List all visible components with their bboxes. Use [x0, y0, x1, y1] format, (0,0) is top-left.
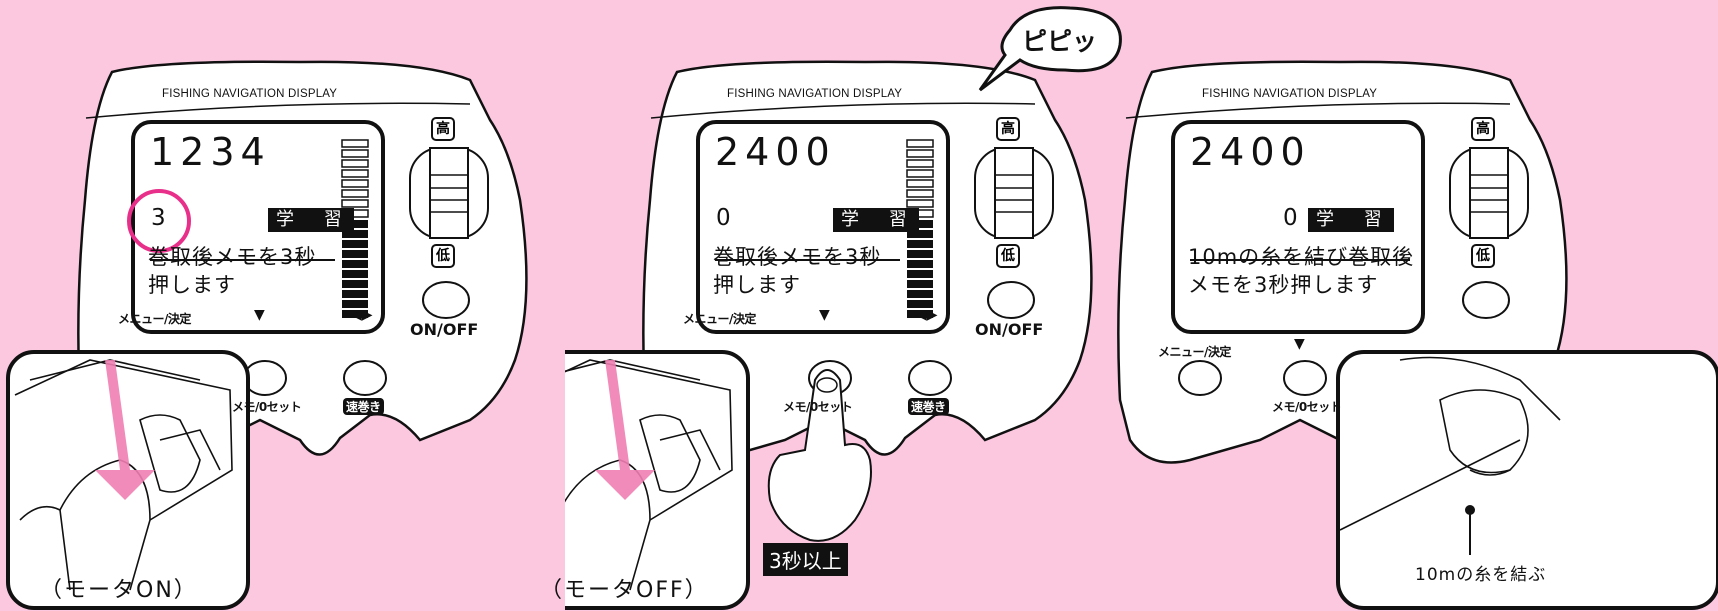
message-line1: 巻取後メモを3秒: [148, 245, 317, 269]
mid-value: 3: [151, 205, 166, 231]
panel-2: FISHING NAVIGATION DISPLAY 2400 0 学 習 巻取…: [540, 0, 1125, 611]
memo-label: メモ/0セット: [232, 400, 302, 414]
high-button[interactable]: 高: [431, 117, 455, 141]
learn-badge: 学 習: [268, 208, 354, 232]
mid-value: 0: [716, 205, 731, 231]
left-right-arrows-icon: ◀▶: [351, 307, 373, 323]
message-line2: 押します: [148, 273, 236, 297]
memo-label: メモ/0セット: [783, 400, 853, 414]
learn-badge: 学 習: [833, 208, 919, 232]
panel-3: FISHING NAVIGATION DISPLAY 2400 0 学 習 10…: [1040, 0, 1718, 611]
high-button[interactable]: 高: [1471, 117, 1495, 141]
menu-label: メニュー/決定: [118, 312, 191, 326]
depth-readout: 2400: [715, 130, 836, 174]
panel-2-drawing: [565, 6, 1122, 610]
low-button[interactable]: 低: [996, 244, 1020, 268]
depth-readout: 2400: [1190, 130, 1311, 174]
memo-label: メモ/0セット: [1272, 400, 1342, 414]
message-line2: メモを3秒押します: [1188, 273, 1379, 297]
press-duration-tag: 3秒以上: [763, 543, 848, 576]
depth-readout: 1234: [150, 130, 271, 174]
display-header: FISHING NAVIGATION DISPLAY: [727, 88, 903, 100]
onoff-label: ON/OFF: [975, 320, 1044, 339]
down-triangle-icon: ▼: [1294, 336, 1305, 352]
left-right-arrows-icon: ◀▶: [916, 307, 938, 323]
message-line2: 押します: [713, 273, 801, 297]
onoff-label: ON/OFF: [410, 320, 479, 339]
highlight-circle: [127, 189, 191, 253]
learn-badge: 学 習: [1308, 208, 1394, 232]
menu-label: メニュー/決定: [1158, 345, 1231, 359]
message-line1: 巻取後メモを3秒: [713, 245, 882, 269]
beep-bubble: ピピッ: [1022, 27, 1098, 56]
message-line1: 10mの糸を結び巻取後: [1188, 245, 1415, 269]
panel-1: FISHING NAVIGATION DISPLAY 1234 3 学 習 巻取…: [0, 0, 560, 611]
low-button[interactable]: 低: [1471, 244, 1495, 268]
display-header: FISHING NAVIGATION DISPLAY: [162, 88, 338, 100]
panel-3-drawing: [1117, 60, 1718, 610]
down-triangle-icon: ▼: [819, 307, 830, 323]
photo-caption: （モータON）: [40, 578, 198, 603]
menu-label: メニュー/決定: [683, 312, 756, 326]
display-header: FISHING NAVIGATION DISPLAY: [1202, 88, 1378, 100]
fast-reel-label: 速巻き: [908, 398, 949, 415]
panel-1-drawing: [6, 60, 528, 610]
high-button[interactable]: 高: [996, 117, 1020, 141]
fast-reel-label: 速巻き: [343, 398, 384, 415]
level-bars: [341, 139, 369, 218]
mid-value: 0: [1283, 205, 1298, 231]
down-triangle-icon: ▼: [254, 307, 265, 323]
low-button[interactable]: 低: [431, 244, 455, 268]
tie-line-caption: 10mの糸を結ぶ: [1415, 565, 1547, 585]
photo-caption: （モータOFF）: [540, 578, 709, 603]
